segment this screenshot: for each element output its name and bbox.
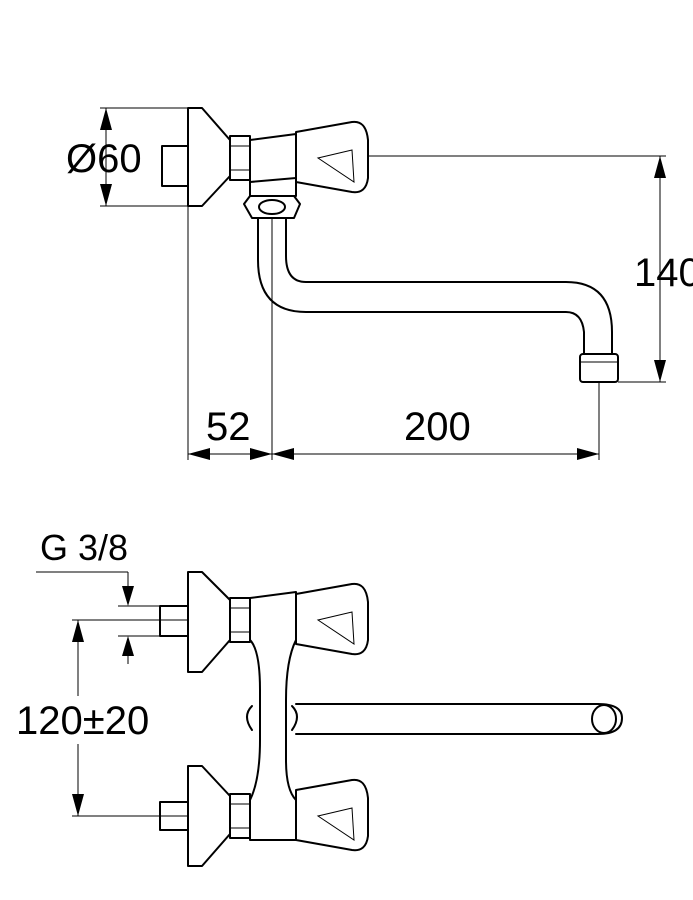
side-wall-flange — [187, 107, 231, 207]
side-valve-body — [249, 133, 297, 183]
wall-projection-dimension-label: 52 — [206, 405, 251, 449]
upper-hex-nut — [229, 597, 251, 643]
side-hex-nut — [229, 135, 251, 181]
upper-handle-knob — [295, 582, 369, 656]
lower-hex-nut — [229, 793, 251, 839]
height-dimension-label: 140 — [634, 251, 693, 295]
upper-handle-grip-mark — [316, 611, 355, 645]
front-view: G 3/8 120±20 — [12, 527, 623, 867]
thread-size-label: G 3/8 — [40, 527, 128, 568]
front-spout — [295, 703, 623, 735]
front-aerator — [591, 704, 617, 734]
side-handle-grip-mark — [316, 149, 355, 183]
mixer-body — [249, 591, 297, 841]
centers-dimension-label: 120±20 — [16, 699, 149, 743]
side-inlet-pipe — [161, 145, 189, 187]
side-aerator — [579, 353, 619, 383]
lower-wall-flange — [187, 765, 231, 867]
upper-inlet-pipe — [159, 605, 189, 637]
lower-handle-knob — [295, 778, 369, 852]
side-swivel-body — [249, 177, 297, 197]
lower-handle-grip-mark — [316, 807, 355, 841]
side-view: Ø60 140 52 200 — [66, 107, 693, 460]
side-spout — [257, 217, 585, 355]
diameter-dimension-label: Ø60 — [66, 137, 142, 181]
spout-reach-dimension-label: 200 — [404, 405, 471, 449]
side-swivel-nut — [243, 195, 301, 219]
side-handle-knob — [295, 120, 369, 194]
upper-wall-flange — [187, 571, 231, 673]
